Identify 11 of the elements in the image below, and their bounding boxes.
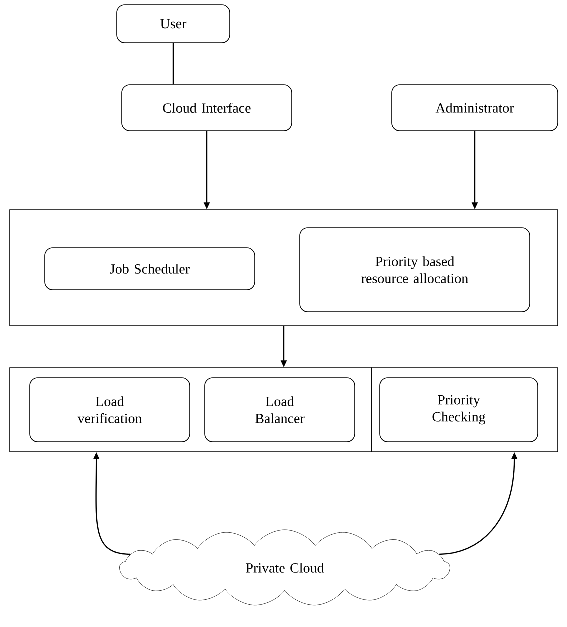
process-box: Job Scheduler	[44, 248, 256, 290]
process-box: Administrator	[392, 84, 558, 132]
process-box: Priority Checking	[380, 378, 538, 442]
container-box	[10, 368, 372, 452]
process-box: Load Balancer	[204, 378, 356, 442]
process-box: Cloud Interface	[122, 84, 292, 132]
process-box: Priority based resource allocation	[300, 228, 530, 312]
container-box	[10, 210, 558, 326]
process-box: Load verification	[30, 378, 190, 442]
container-box	[372, 368, 558, 452]
process-box: User	[116, 4, 230, 44]
